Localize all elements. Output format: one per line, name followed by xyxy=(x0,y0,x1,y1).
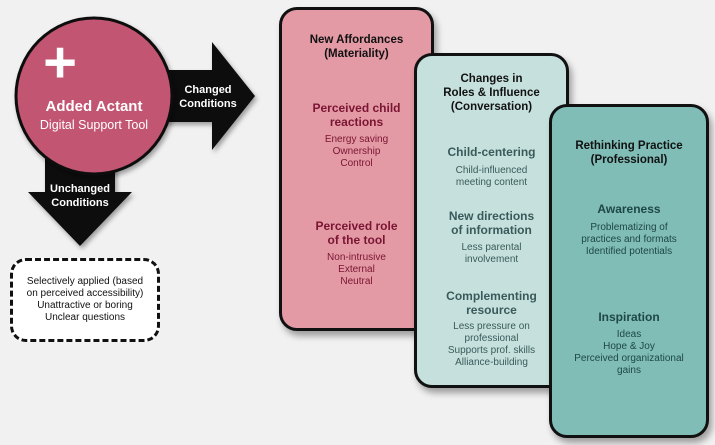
conversation-section-1-heading: Child-centering xyxy=(417,145,566,159)
actant-title-text: Added Actant xyxy=(45,98,143,115)
unchanged-item: on perceived accessibility) xyxy=(26,287,144,299)
list-item: Alliance-building xyxy=(455,357,528,368)
unchanged-item: Selectively applied (based xyxy=(26,275,144,287)
changed-line-1: Changed xyxy=(184,84,232,96)
plus-glyph: + xyxy=(43,30,77,95)
list-item: Hope & Joy xyxy=(603,341,655,352)
added-actant-circle xyxy=(14,16,174,176)
heading-line: Child-centering xyxy=(447,145,536,159)
conversation-section-3-items: Less pressure on professional Supports p… xyxy=(417,321,566,369)
list-item: Non-intrusive xyxy=(327,252,386,263)
professional-section-1-heading: Awareness xyxy=(552,202,706,216)
professional-title-line: (Professional) xyxy=(590,153,668,166)
list-item: Problematizing of xyxy=(590,222,668,233)
heading-line: Complementing xyxy=(446,289,537,303)
list-item: External xyxy=(338,264,375,275)
materiality-title-line: New Affordances xyxy=(309,34,404,46)
list-item: Ideas xyxy=(616,329,642,340)
materiality-section-2-heading: Perceived role of the tool xyxy=(282,219,431,248)
changed-conditions-label: Changed Conditions xyxy=(168,84,248,112)
heading-line: Inspiration xyxy=(598,310,660,324)
heading-line: Perceived role xyxy=(315,219,398,233)
conversation-section-2-items: Less parental involvement xyxy=(417,242,566,266)
unchanged-conditions-label: Unchanged Conditions xyxy=(30,183,130,211)
heading-line: reactions xyxy=(329,115,384,130)
unchanged-item: Unclear questions xyxy=(44,312,126,324)
materiality-section-1-items: Energy saving Ownership Control xyxy=(282,134,431,170)
heading-line: Awareness xyxy=(597,202,661,216)
heading-line: resource xyxy=(466,303,517,318)
list-item: practices and formats xyxy=(581,234,677,245)
unchanged-line-1: Unchanged xyxy=(50,183,110,195)
list-item: Control xyxy=(340,158,373,169)
changed-conditions-arrow xyxy=(160,42,255,150)
materiality-card: New Affordances (Materiality) Perceived … xyxy=(279,7,434,331)
list-item: Supports prof. skills xyxy=(447,345,536,356)
heading-line: of information xyxy=(451,223,532,238)
heading-line: of the tool xyxy=(327,233,386,248)
conversation-section-1-items: Child-influenced meeting content xyxy=(417,165,566,189)
professional-title-line: Rethinking Practice xyxy=(575,140,683,152)
actant-title: Added Actant xyxy=(18,98,170,115)
list-item: gains xyxy=(617,365,641,376)
list-item: involvement xyxy=(464,254,519,265)
professional-section-2-items: Ideas Hope & Joy Perceived organizationa… xyxy=(552,329,706,377)
list-item: Energy saving xyxy=(324,134,389,145)
list-item: Identified potentials xyxy=(585,246,673,257)
materiality-title: New Affordances (Materiality) xyxy=(282,34,431,62)
professional-title: Rethinking Practice (Professional) xyxy=(552,140,706,168)
professional-card: Rethinking Practice (Professional) Aware… xyxy=(549,104,709,438)
materiality-section-1-heading: Perceived child reactions xyxy=(282,101,431,130)
conversation-section-2-heading: New directions of information xyxy=(417,209,566,238)
conversation-section-3-heading: Complementing resource xyxy=(417,289,566,318)
heading-line: Perceived child xyxy=(312,101,401,115)
list-item: Child-influenced xyxy=(455,165,528,176)
actant-subtitle-text: Digital Support Tool xyxy=(39,118,149,132)
list-item: Perceived organizational xyxy=(574,353,684,364)
plus-icon: + xyxy=(30,34,90,92)
list-item: Less parental xyxy=(461,242,522,253)
conversation-title-line: Roles & Influence xyxy=(443,86,540,99)
conversation-title-line: Changes in xyxy=(460,73,523,85)
unchanged-item: Unattractive or boring xyxy=(37,300,133,311)
list-item: Neutral xyxy=(340,276,373,287)
conversation-card: Changes in Roles & Influence (Conversati… xyxy=(414,53,569,388)
conversation-title: Changes in Roles & Influence (Conversati… xyxy=(417,73,566,114)
professional-section-2-heading: Inspiration xyxy=(552,310,706,324)
professional-section-1-items: Problematizing of practices and formats … xyxy=(552,222,706,258)
materiality-section-2-items: Non-intrusive External Neutral xyxy=(282,252,431,288)
list-item: Ownership xyxy=(332,146,381,157)
changed-line-2: Conditions xyxy=(179,97,237,110)
materiality-title-line: (Materiality) xyxy=(324,47,389,60)
list-item: Less pressure on xyxy=(453,321,530,332)
list-item: meeting content xyxy=(455,177,528,188)
heading-line: New directions xyxy=(448,209,535,223)
list-item: professional xyxy=(464,333,519,344)
unchanged-line-2: Conditions xyxy=(51,196,109,209)
conversation-title-line: (Conversation) xyxy=(450,100,533,113)
actant-subtitle: Digital Support Tool xyxy=(18,118,170,132)
unchanged-outcomes-box: Selectively applied (based on perceived … xyxy=(10,258,160,342)
